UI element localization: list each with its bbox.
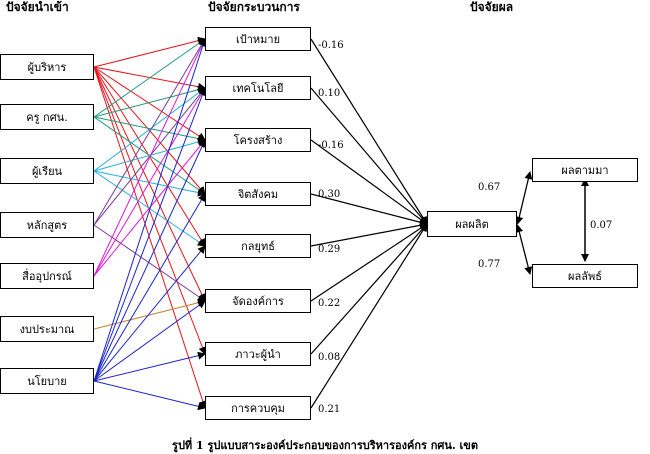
input-process-link (93, 87, 206, 277)
input-box-policy: นโยบาย (0, 368, 94, 394)
path-coefficient-organizing: 0.22 (318, 298, 341, 309)
process-product-link (310, 223, 428, 355)
input-process-link (93, 36, 206, 68)
input-process-link (93, 66, 206, 141)
input-process-link (93, 38, 206, 118)
path-coefficient-goals: -0.16 (318, 40, 344, 51)
product-consequences-link (515, 171, 533, 225)
input-process-link (93, 87, 206, 172)
process-product-link (310, 223, 428, 409)
input-box-administrators: ผู้บริหาร (0, 54, 94, 80)
input-process-link (93, 87, 207, 382)
input-box-media: สื่ออุปกรณ์ (0, 263, 94, 289)
process-box-psychosocial: จิตสังคม (205, 182, 311, 206)
process-box-strategy: กลยุทธ์ (205, 234, 311, 258)
coefficient-product-consequences: 0.67 (478, 182, 501, 193)
input-process-link (93, 298, 206, 330)
input-process-link (93, 300, 206, 382)
input-box-teachers: ครู กศน. (0, 104, 94, 130)
path-coefficient-technology: 0.10 (318, 88, 341, 99)
process-box-leadership: ภาวะผู้นำ (205, 342, 311, 366)
product-box: ผลผลิต (427, 211, 517, 237)
process-product-link (310, 193, 428, 227)
coefficient-product-results: 0.77 (478, 259, 501, 270)
process-factors-header: ปัจจัยกระบวนการ (208, 0, 300, 14)
coefficient-consequences-results: 0.07 (590, 220, 613, 231)
product-results-link (515, 224, 533, 275)
input-process-link (93, 380, 206, 411)
process-product-link (310, 221, 428, 247)
process-product-link (310, 87, 428, 225)
input-box-learners: ผู้เรียน (0, 158, 94, 184)
input-process-link (93, 66, 207, 409)
process-product-link (310, 223, 428, 302)
path-coefficient-strategy: 0.29 (318, 244, 341, 255)
outcome-box-results: ผลลัพธ์ (532, 264, 638, 288)
process-box-structure: โครงสร้าง (205, 128, 311, 152)
input-box-curriculum: หลักสูตร (0, 212, 94, 238)
outcome-box-consequences: ผลตามมา (532, 158, 638, 182)
process-product-link (310, 139, 428, 225)
process-box-technology: เทคโนโลยี (205, 76, 311, 100)
figure-caption: รูปที่ 1 รูปแบบสาระองค์ประกอบของการบริหา… (172, 439, 478, 452)
input-process-link (93, 38, 206, 277)
input-process-link (93, 66, 206, 302)
process-box-goals: เป้าหมาย (205, 27, 311, 51)
input-process-link (93, 245, 206, 382)
path-coefficient-control: 0.21 (318, 404, 341, 415)
path-coefficient-psychosocial: 0.30 (318, 189, 341, 200)
input-process-link (93, 139, 206, 277)
process-product-link (310, 38, 428, 225)
input-process-link (93, 351, 206, 382)
input-box-budget: งบประมาณ (0, 316, 94, 342)
input-process-link (93, 138, 206, 172)
input-process-link (93, 139, 206, 382)
input-process-link (93, 193, 206, 382)
output-factors-header: ปัจจัยผล (470, 0, 514, 14)
process-box-control: การควบคุม (205, 396, 311, 420)
path-coefficient-structure: -0.16 (318, 140, 344, 151)
input-process-link (93, 66, 206, 195)
input-process-link (93, 38, 207, 382)
input-process-link (93, 85, 206, 118)
input-process-link (93, 38, 206, 226)
path-coefficient-leadership: 0.08 (318, 352, 341, 363)
process-box-organizing: จัดองค์การ (205, 289, 311, 313)
input-factors-header: ปัจจัยนำเข้า (6, 0, 69, 14)
